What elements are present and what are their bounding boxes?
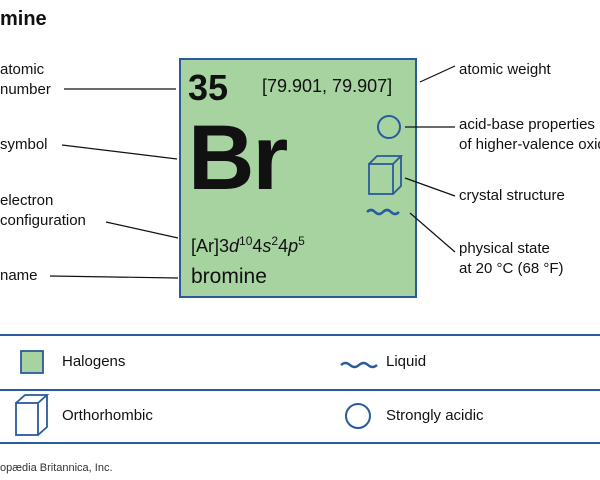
legend-divider-middle: [0, 389, 600, 391]
config-s-n: 4: [252, 236, 263, 256]
legend-liquid: Liquid: [386, 353, 427, 370]
config-s-exp: 2: [271, 234, 279, 248]
legend-halogens: Halogens: [62, 353, 126, 370]
legend-orthorhombic: Orthorhombic: [62, 407, 153, 424]
label-atomic-number: atomic number: [0, 60, 51, 100]
leader-crystal-structure: [404, 177, 456, 197]
leader-electron-configuration: [105, 221, 179, 239]
config-p-exp: 5: [298, 234, 305, 248]
config-d-exp: 10: [239, 234, 253, 248]
leader-atomic-weight: [419, 65, 456, 83]
tile-electron-configuration: [Ar]3d104s24p5: [191, 229, 305, 258]
liquid-wave-icon: [366, 208, 400, 216]
label-physical-state-line1: physical state: [459, 240, 550, 257]
label-name: name: [0, 267, 38, 284]
label-physical-state-line2: at 20 °C (68 °F): [459, 260, 564, 277]
label-acid-base-line2: of higher-valence oxides: [459, 136, 600, 153]
tile-element-name: bromine: [191, 265, 267, 288]
liquid-wave-legend-icon: [340, 361, 378, 369]
label-electron-configuration: electron configuration: [0, 191, 86, 231]
diagram-title: mine: [0, 8, 47, 30]
circle-legend-icon: [345, 403, 371, 429]
label-physical-state: physical state at 20 °C (68 °F): [459, 239, 564, 279]
label-electron-configuration-line1: electron: [0, 192, 54, 209]
tile-atomic-weight: [79.901, 79.907]: [262, 76, 393, 96]
label-atomic-number-line2: number: [0, 81, 51, 98]
legend-divider-top: [0, 334, 600, 336]
tile-atomic-number: 35: [188, 67, 229, 108]
config-d: d: [229, 236, 240, 256]
element-tile: [179, 58, 417, 298]
credit-text: opædia Britannica, Inc.: [0, 462, 113, 474]
label-atomic-number-line1: atomic: [0, 61, 45, 78]
label-acid-base-line1: acid-base properties: [459, 116, 595, 133]
label-crystal-structure: crystal structure: [459, 187, 565, 204]
config-p-n: 4: [278, 236, 289, 256]
config-s: s: [262, 236, 272, 256]
orthorhombic-cube-legend-icon: [15, 394, 50, 436]
legend-divider-bottom: [0, 442, 600, 444]
leader-physical-state: [409, 212, 456, 253]
label-symbol: symbol: [0, 136, 48, 153]
tile-symbol: Br: [188, 107, 288, 209]
circle-icon: [377, 115, 401, 139]
label-electron-configuration-line2: configuration: [0, 212, 86, 229]
crystal-cube-icon: [368, 155, 404, 195]
legend-strongly-acidic: Strongly acidic: [386, 407, 484, 424]
leader-name: [49, 275, 179, 279]
config-core: [Ar]3: [191, 236, 230, 256]
leader-symbol: [61, 144, 178, 160]
label-atomic-weight: atomic weight: [459, 61, 551, 78]
config-p: p: [288, 236, 299, 256]
label-acid-base: acid-base properties of higher-valence o…: [459, 115, 600, 155]
halogen-swatch-icon: [20, 350, 44, 374]
